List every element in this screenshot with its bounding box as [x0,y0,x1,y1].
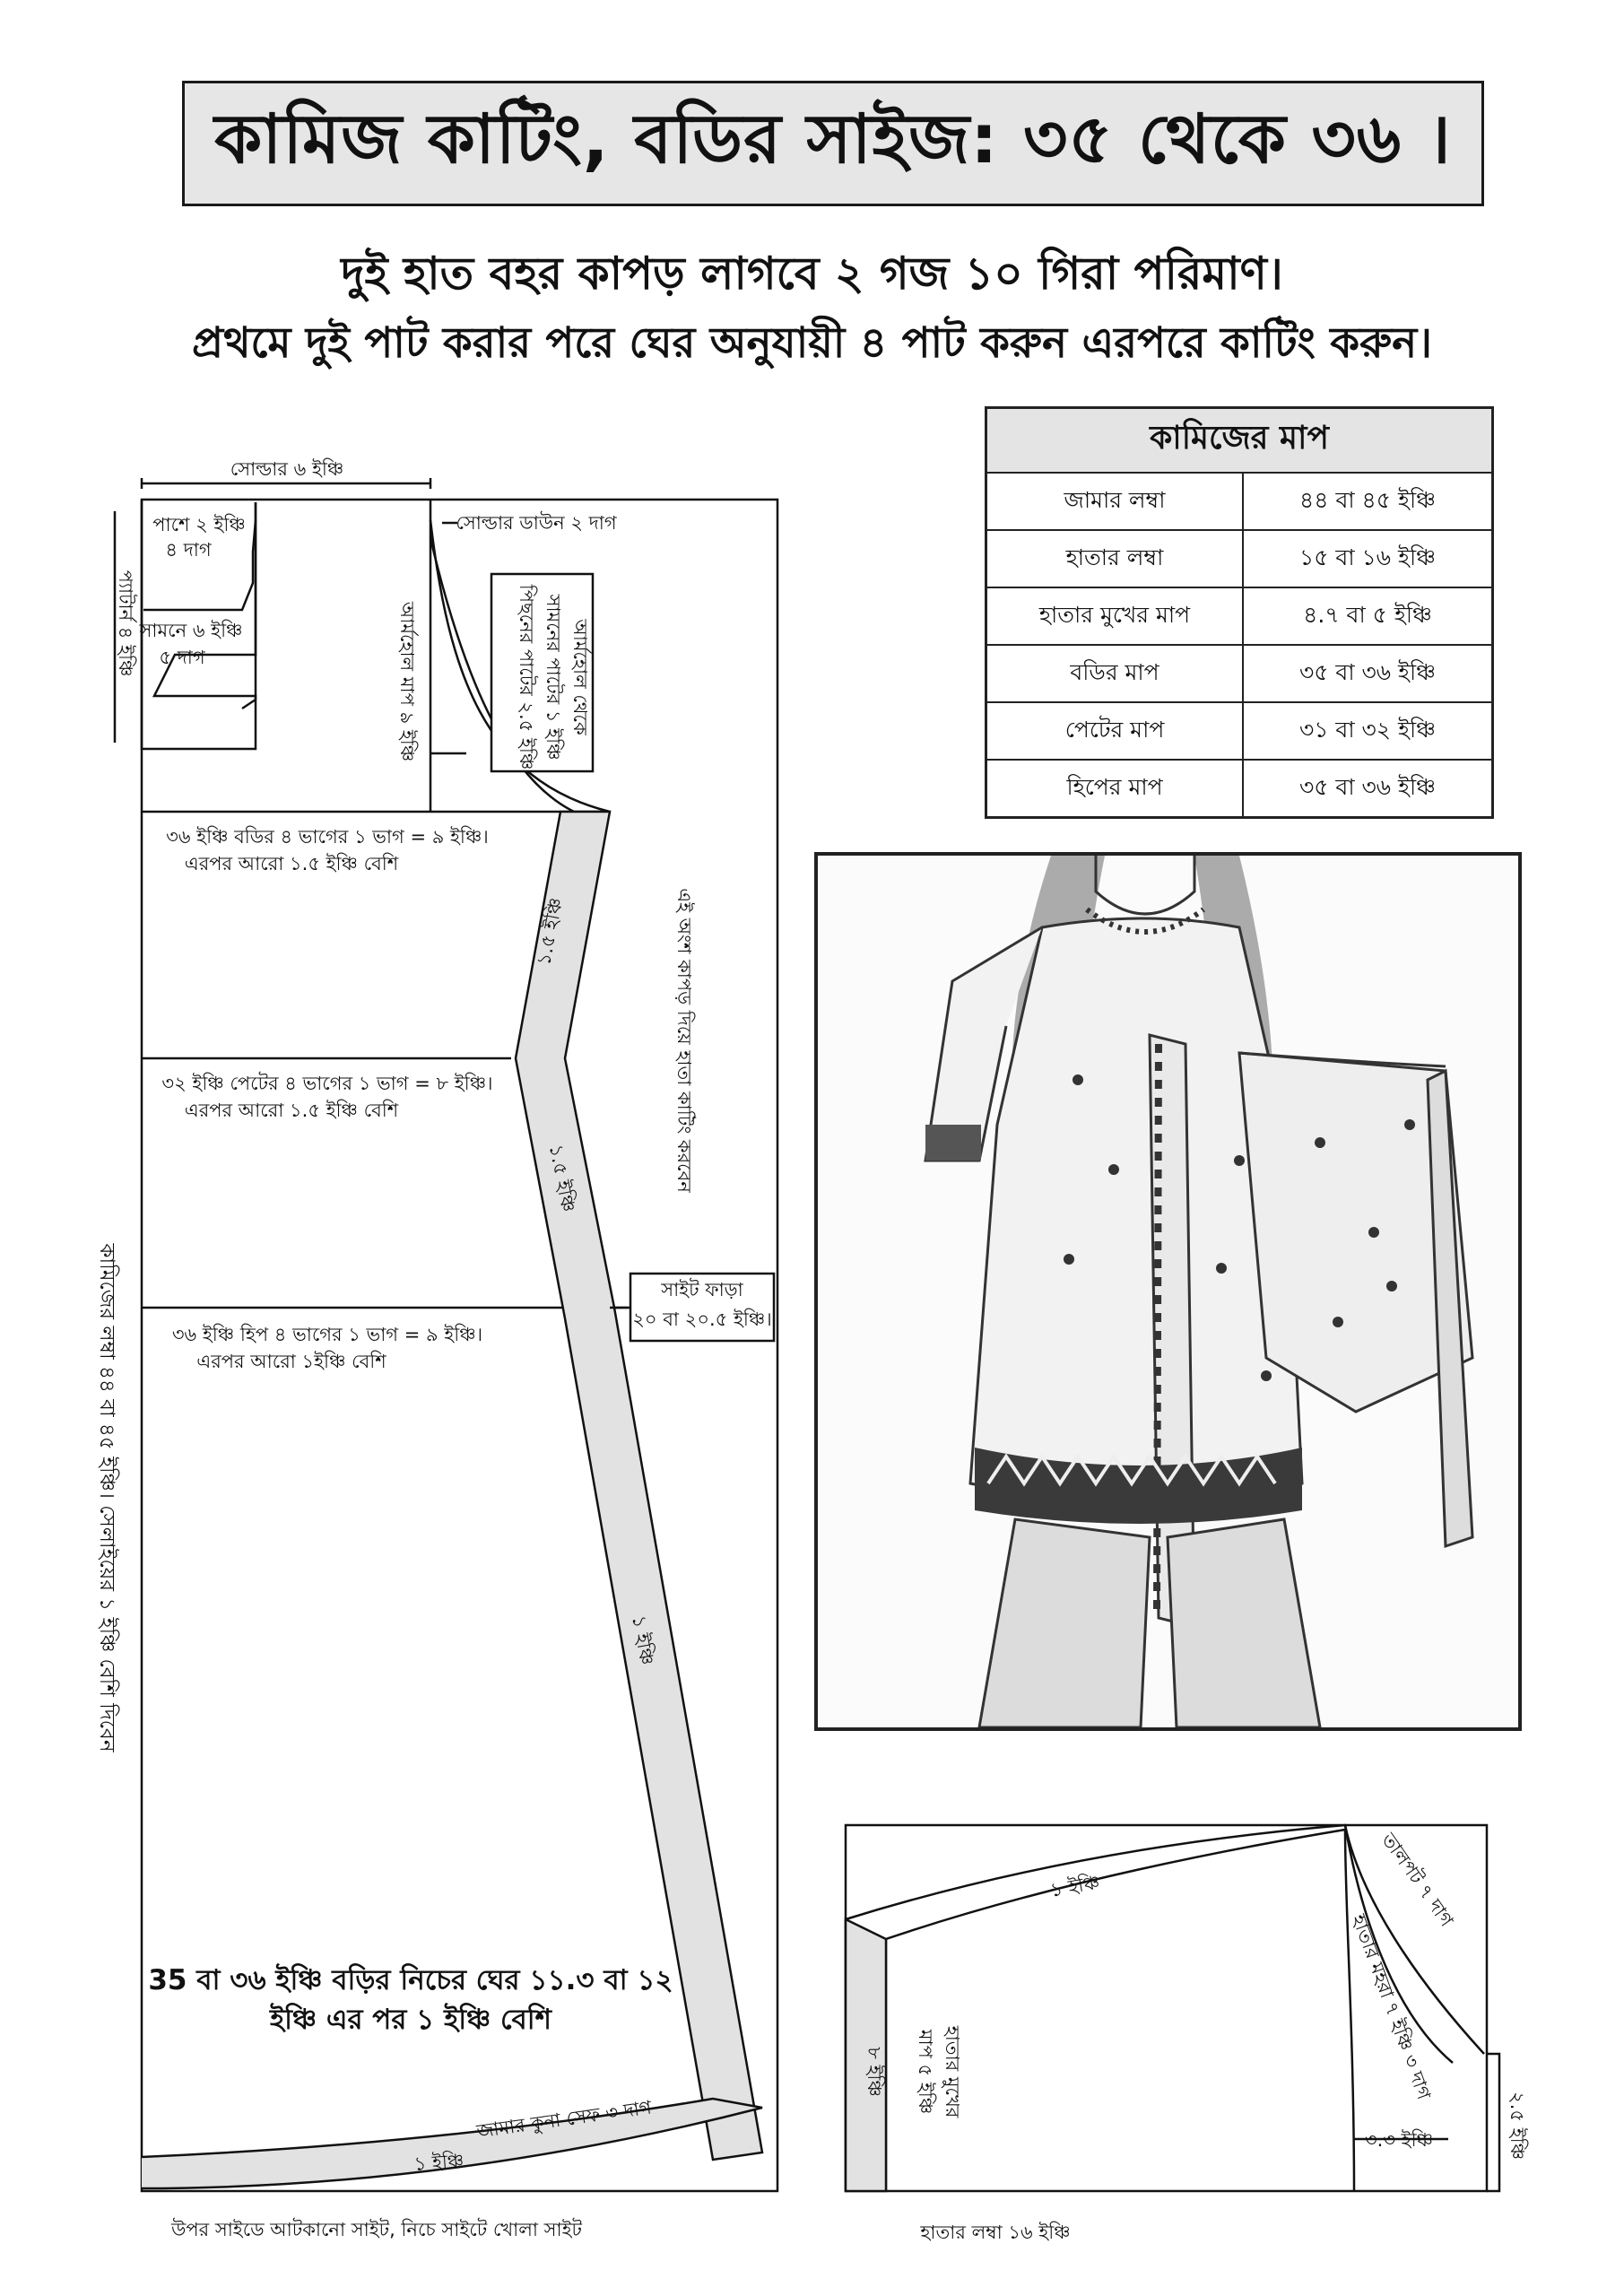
hem-calc-line1: 35 বা ৩৬ ইঞ্চি বড়ির নিচের ঘের ১১.৩ বা ১… [148,1962,673,1996]
sleeve-cap-height-label: হাতার মহরা ৭ ইঞ্চি ৩ দাগ [1348,1910,1436,2103]
measurement-table-header: কামিজের মাপ [985,406,1494,474]
sleeve-mouth-line2: মাপ ৫ ইঞ্চি [915,2029,936,2114]
sleeve-right-measure: ২.৫ ইঞ্চি [1507,2092,1528,2160]
body-pattern-outline [140,498,779,2193]
slit-label-line1: সাইট ফাড়া [660,1278,743,1300]
subtitle-instruction: প্রথমে দুই পাট করার পরে ঘের অনুযায়ী ৪ প… [191,318,1433,368]
bust-calc-line1: ৩৬ ইঞ্চি বডির ৪ ভাগের ১ ভাগ = ৯ ইঞ্চি। [166,826,489,848]
bust-calc-line2: এরপর আরো ১.৫ ইঞ্চি বেশি [185,853,399,874]
row-value: ৩১ বা ৩২ ইঞ্চি [1242,701,1494,761]
bottom-note: উপর সাইডে আটকানো সাইট, নিচে সাইটে খোলা স… [170,2218,583,2240]
neck-side-dag-label: ৪ দাগ [165,539,212,561]
row-value: ৪.৭ বা ৫ ইঞ্চি [1242,587,1494,646]
row-value: ৩৫ বা ৩৬ ইঞ্চি [1242,759,1494,819]
hip-calc-line1: ৩৬ ইঞ্চি হিপ ৪ ভাগের ১ ভাগ = ৯ ইঞ্চি। [172,1324,482,1345]
armhole-box-line2: সামনের পাটের ১ ইঞ্চি [543,594,565,761]
subtitle-fabric: দুই হাত বহর কাপড় লাগবে ২ গজ ১০ গিরা পরি… [341,248,1283,300]
row-label: হাতার মুখের মাপ [985,587,1244,646]
hem-allowance-label: ১ ইঞ্চি [413,2150,465,2175]
sleeve-length-label: হাতার লম্বা ১৬ ইঞ্চি [919,2222,1070,2243]
neck-front-dag-label: ৫ দাগ [159,647,205,668]
measurement-table: কামিজের মাপ জামার লম্বা৪৪ বা ৪৫ ইঞ্চি হা… [985,406,1494,819]
row-value: ১৫ বা ১৬ ইঞ্চি [1242,529,1494,588]
row-value: ৩৫ বা ৩৬ ইঞ্চি [1242,644,1494,703]
hem-calc-line2: ইঞ্চি এর পর ১ ইঞ্চি বেশি [269,2002,553,2036]
waist-calc-line1: ৩২ ইঞ্চি পেটের ৪ ভাগের ১ ভাগ = ৮ ইঞ্চি। [161,1072,492,1094]
page-title: কামিজ কাটিং, বডির সাইজ: ৩৫ থেকে ৩৬ । [214,98,1452,178]
row-value: ৪৪ বা ৪৫ ইঞ্চি [1242,472,1494,531]
waist-calc-line2: এরপর আরো ১.৫ ইঞ্চি বেশি [185,1100,399,1121]
row-label: জামার লম্বা [985,472,1244,531]
fashion-illustration [814,852,1522,1731]
armhole-box-line1: আর্মহোল থেকে [569,618,592,735]
neck-side-label: পাশে ২ ইঞ্চি [152,514,246,535]
row-label: পেটের মাপ [985,701,1244,761]
row-label: বডির মাপ [985,644,1244,703]
row-label: হিপের মাপ [985,759,1244,819]
pattern-height-note: প্যাটার্ন ৪ ইঞ্চি [115,570,137,677]
table-row: হাতার লম্বা১৫ বা ১৬ ইঞ্চি [985,529,1494,588]
sleeve-top-seam-label: ১ ইঞ্চি [1048,1871,1101,1900]
hip-calc-line2: এরপর আরো ১ইঞ্চি বেশি [196,1351,386,1372]
slit-label-line2: ২০ বা ২০.৫ ইঞ্চি। [632,1309,772,1330]
sleeve-mouth-line1: হাতার মুখের [942,2025,963,2118]
title-box: কামিজ কাটিং, বডির সাইজ: ৩৫ থেকে ৩৬ । [182,81,1484,206]
armhole-box-line3: পিছনের পাটের ২.৫ ইঞ্চি [516,584,538,770]
side-note: এই অংশ কাপড় দিয়ে হাতা কাটিং করবেন [673,888,696,1193]
left-vertical-note: কামিজের লম্বা ৪৪ বা ৪৫ ইঞ্চি। সেলাইয়ের … [95,1242,119,1752]
shoulder-width-label: সোল্ডার ৬ ইঞ্চি [230,458,343,480]
sleeve-small-measure: ৩.৩ ইঞ্চি [1365,2129,1433,2151]
table-row: জামার লম্বা৪৪ বা ৪৫ ইঞ্চি [985,472,1494,531]
kameez-sketch [924,856,1474,1729]
sleeve-left-seam-label: ৮ ইঞ্চি [864,2047,885,2097]
row-label: হাতার লম্বা [985,529,1244,588]
armhole-note: আর্মহোল মাপ ৯ ইঞ্চি [396,601,419,761]
neck-front-label: সামনে ৬ ইঞ্চি [139,620,243,641]
sleeve-cap-label: তালপট ৭ দাগ [1377,1828,1459,1931]
shoulder-down-label: সোল্ডার ডাউন ২ দাগ [456,511,617,534]
